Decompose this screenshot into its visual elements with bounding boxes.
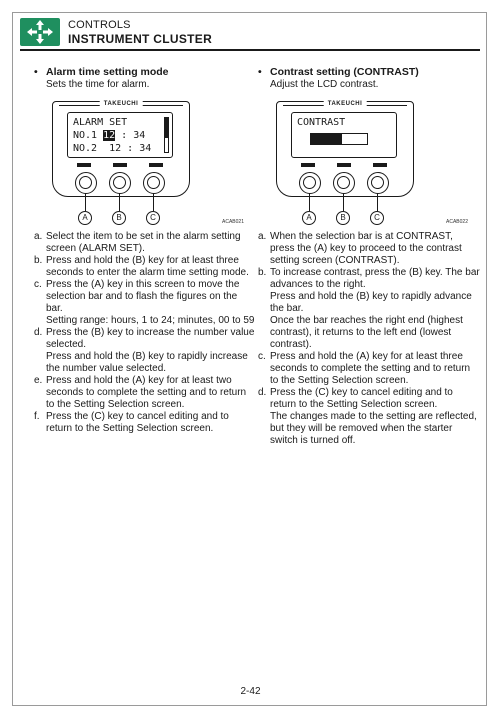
key-c-button[interactable]: [143, 172, 165, 194]
list-item: c.Press and hold the (A) key for at leas…: [258, 351, 471, 386]
contrast-steps: a.When the selection bar is at CONTRAST,…: [258, 231, 480, 447]
lcd-row-no2: NO.2 12 : 34: [73, 143, 152, 154]
list-item: f.Press the (C) key to cancel editing an…: [34, 411, 229, 434]
list-item: b.To increase contrast, press the (B) ke…: [258, 267, 480, 314]
key-indicator: [113, 163, 127, 167]
lcd-title: CONTRAST: [297, 117, 346, 128]
lcd-screen: CONTRAST: [291, 112, 397, 158]
contrast-section-subtitle: Adjust the LCD contrast.: [270, 79, 379, 90]
key-indicator: [337, 163, 351, 167]
key-indicator: [373, 163, 387, 167]
list-item: a.Select the item to be set in the alarm…: [34, 231, 241, 254]
page-header: CONTROLS INSTRUMENT CLUSTER: [20, 18, 480, 54]
callout-b: B: [336, 211, 350, 225]
key-indicator: [301, 163, 315, 167]
callout-c: C: [146, 211, 160, 225]
key-b-button[interactable]: [109, 172, 131, 194]
contrast-section: •Contrast setting (CONTRAST) Adjust the …: [258, 66, 480, 447]
header-rule: [20, 49, 480, 51]
contrast-bar: [310, 133, 368, 145]
page-number: 2-42: [240, 686, 261, 697]
alarm-section-subtitle: Sets the time for alarm.: [46, 79, 150, 90]
callout-a: A: [302, 211, 316, 225]
key-indicator: [77, 163, 91, 167]
alarm-panel-figure: TAKEUCHI ALARM SET NO.1 12 : 34 NO.2 12 …: [34, 101, 244, 231]
key-indicator: [149, 163, 163, 167]
callout-c: C: [370, 211, 384, 225]
key-a-button[interactable]: [75, 172, 97, 194]
key-indicators: [67, 163, 173, 169]
brand-label: TAKEUCHI: [99, 101, 143, 107]
instrument-panel: TAKEUCHI ALARM SET NO.1 12 : 34 NO.2 12 …: [52, 101, 190, 197]
key-a-button[interactable]: [299, 172, 321, 194]
page-title: INSTRUMENT CLUSTER: [68, 32, 213, 46]
alarm-section: •Alarm time setting mode Sets the time f…: [34, 66, 256, 435]
list-item: d.Press the (B) key to increase the numb…: [34, 327, 255, 374]
list-item: b.Press and hold the (B) key for at leas…: [34, 255, 249, 278]
callout-b: B: [112, 211, 126, 225]
alarm-steps: a.Select the item to be set in the alarm…: [34, 231, 256, 435]
lcd-screen: ALARM SET NO.1 12 : 34 NO.2 12 : 34: [67, 112, 173, 158]
contrast-section-title: •Contrast setting (CONTRAST): [258, 66, 419, 78]
brand-label: TAKEUCHI: [323, 101, 367, 107]
list-item: e.Press and hold the (A) key for at leas…: [34, 375, 247, 410]
figure-code: ACAB021: [222, 219, 244, 225]
lcd-selected-value: 12: [103, 130, 116, 141]
list-item: Once the bar reaches the right end (high…: [270, 315, 463, 350]
key-indicators: [291, 163, 397, 169]
lcd-title: ALARM SET: [73, 117, 128, 128]
key-c-button[interactable]: [367, 172, 389, 194]
lcd-scrollbar: [164, 117, 169, 153]
callout-a: A: [78, 211, 92, 225]
list-item: a.When the selection bar is at CONTRAST,…: [258, 231, 462, 266]
figure-code: ACAB022: [446, 219, 468, 225]
section-label: CONTROLS: [68, 19, 131, 31]
four-way-arrows-icon: [20, 18, 60, 46]
list-item: d.Press the (C) key to cancel editing an…: [258, 387, 477, 446]
lcd-row-no1: NO.1 12 : 34: [73, 130, 146, 141]
page-frame: [12, 12, 487, 706]
contrast-panel-figure: TAKEUCHI CONTRAST A B C ACAB022: [258, 101, 468, 231]
contrast-level-fill: [311, 134, 342, 144]
list-item: c.Press the (A) key in this screen to mo…: [34, 279, 255, 326]
key-b-button[interactable]: [333, 172, 355, 194]
alarm-section-title: •Alarm time setting mode: [34, 66, 169, 78]
instrument-panel: TAKEUCHI CONTRAST: [276, 101, 414, 197]
